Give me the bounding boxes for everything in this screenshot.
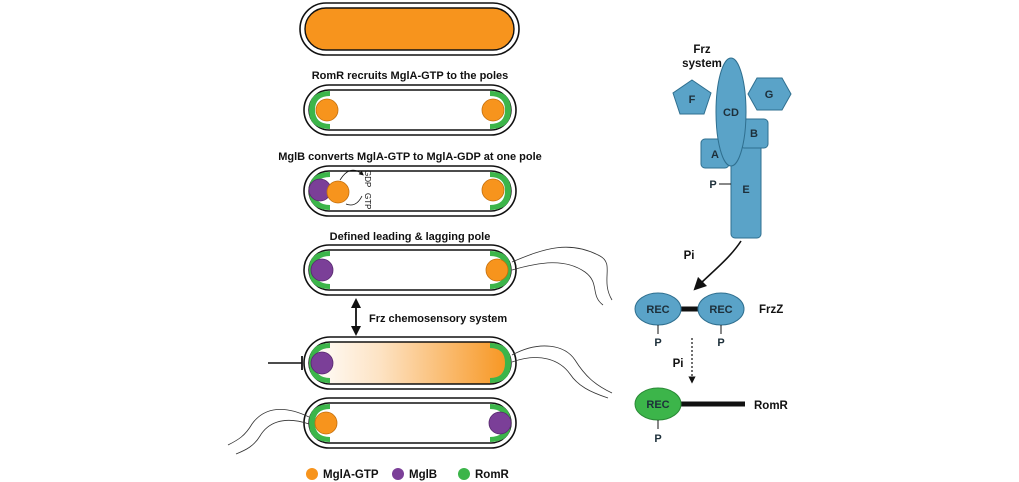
mgla-gtp-right-2: [481, 178, 505, 202]
frzz-label: FrzZ: [759, 304, 783, 316]
legend-label-romr: RomR: [475, 469, 510, 481]
pilus-2: [511, 262, 604, 306]
romr-protein: REC P RomR: [634, 387, 789, 445]
romr-pole-right-3: [490, 251, 511, 289]
frzz-rec-2-label: REC: [709, 304, 732, 316]
romr-pole-left-5: [309, 404, 330, 442]
frzz-p2-label: P: [717, 337, 724, 349]
frzz-protein: REC REC P P FrzZ: [634, 292, 783, 349]
frz-title-line2: system: [682, 58, 722, 70]
romr-pole-left-4: [309, 343, 330, 383]
gdp-label: GDP: [363, 170, 372, 187]
pilus-1: [511, 246, 613, 301]
conversion-arrow-top: [339, 169, 364, 181]
pilus-3: [511, 345, 613, 394]
frze-phospho-label: P: [709, 179, 716, 191]
legend-swatch-mglb: [392, 468, 404, 480]
pi-label-2: Pi: [673, 358, 684, 370]
romr-pole-left: [309, 91, 330, 129]
pilus-6: [235, 419, 310, 455]
mgla-gtp-right: [481, 98, 505, 122]
pilus-4: [511, 357, 609, 399]
romr-rec-label: REC: [646, 399, 669, 411]
mglb-new-lagging: [488, 411, 512, 435]
pilus-5: [227, 409, 310, 446]
gtp-label: GTP: [363, 193, 372, 209]
conversion-arrow-bottom: [345, 195, 363, 206]
inhibition-arrow: [268, 356, 303, 370]
mgla-leading: [485, 258, 509, 282]
frz-system: Frz system F G E B A CD P: [672, 44, 792, 239]
phosphotransfer-arrow-1: [693, 240, 742, 291]
romr-pole-right-2: [490, 172, 511, 210]
cell-reversed: [227, 397, 517, 455]
reversal-arrow: [351, 298, 361, 336]
frzcd-protein: [715, 57, 747, 167]
legend-swatch-mgla-gtp: [306, 468, 318, 480]
romr-pole-right-4: [490, 343, 511, 383]
legend-swatch-romr: [458, 468, 470, 480]
legend-label-mglb: MglB: [409, 469, 437, 481]
mglb-gradient: [310, 351, 334, 375]
cell-uniform-mgla: [299, 2, 520, 56]
frzz-rec-1-label: REC: [646, 304, 669, 316]
mgla-gtp-left: [315, 98, 339, 122]
frzf-label: F: [689, 94, 696, 106]
step-label-defined: Defined leading & lagging pole: [330, 231, 491, 243]
legend: MglA-GTP MglB RomR: [306, 468, 510, 481]
romr-label: RomR: [754, 400, 789, 412]
romr-pole-left-3: [309, 251, 330, 289]
mglb-lagging: [310, 258, 334, 282]
frzg-protein: [747, 77, 792, 111]
frzz-p1-label: P: [654, 337, 661, 349]
frzf-protein: [672, 79, 712, 115]
frze-label: E: [742, 184, 749, 196]
legend-label-mgla-gtp: MglA-GTP: [323, 469, 379, 481]
mgla-converting: [326, 180, 350, 204]
cell-recruit: [303, 84, 517, 136]
frzg-label: G: [765, 89, 774, 101]
romr-pole-right: [490, 91, 511, 129]
frzcd-label: CD: [723, 107, 739, 119]
cell-defined: [303, 244, 613, 306]
frzb-label: B: [750, 128, 758, 140]
pi-label-1: Pi: [684, 250, 695, 262]
frz-title-line1: Frz: [693, 44, 711, 56]
mgla-new-leading: [314, 411, 338, 435]
cell-gradient: [303, 336, 613, 399]
step-label-convert: MglB converts MglA-GTP to MglA-GDP at on…: [278, 151, 542, 163]
step-label-frz: Frz chemosensory system: [369, 313, 507, 325]
frza-label: A: [711, 149, 719, 161]
romr-p-label: P: [654, 433, 661, 445]
cell-convert: GDP GTP: [303, 165, 517, 217]
step-label-recruit: RomR recruits MglA-GTP to the poles: [312, 70, 509, 82]
